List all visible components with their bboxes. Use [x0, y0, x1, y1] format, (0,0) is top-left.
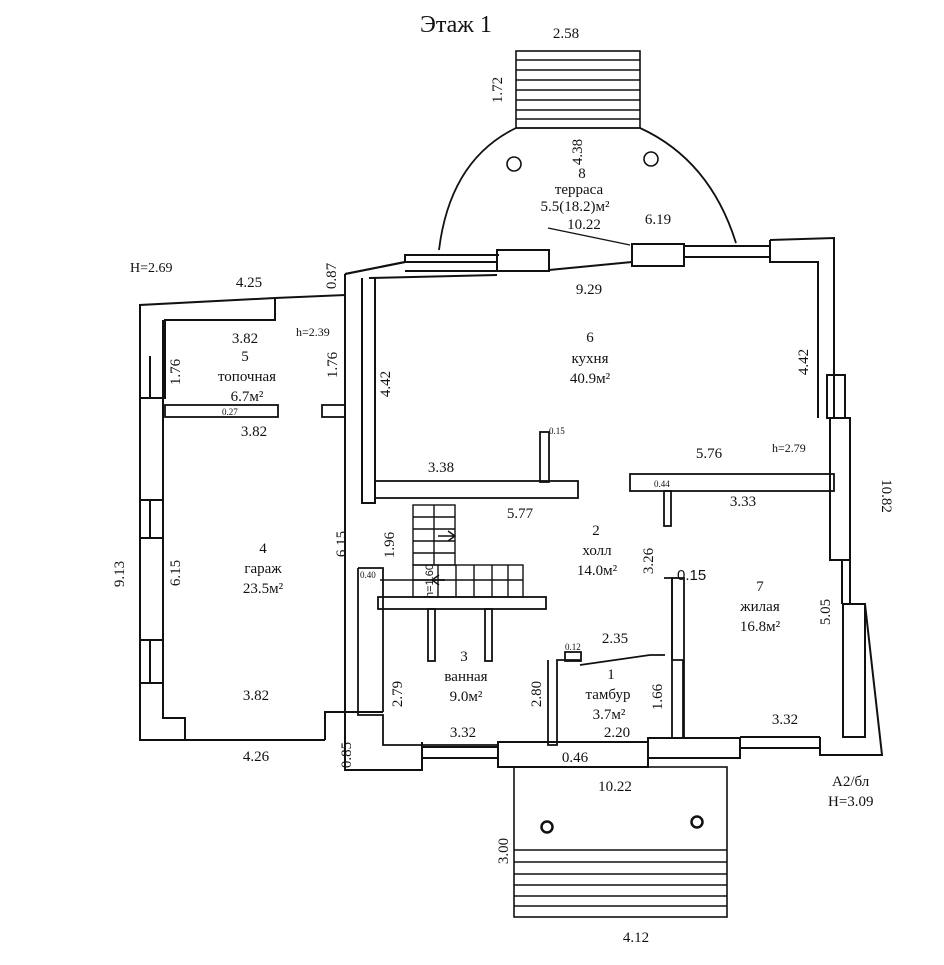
dim-kitchen-left: 4.42 — [378, 371, 394, 397]
room-3-number: 3 — [460, 649, 468, 665]
room-8-name: терраса — [555, 182, 604, 198]
dim-kitchen-bottom-left: 3.38 — [428, 460, 454, 476]
porch-column — [690, 815, 704, 829]
dim-boiler-left: 1.76 — [168, 358, 184, 385]
terrace-column — [643, 151, 659, 167]
dim-entry-046: 0.46 — [562, 750, 589, 766]
room-3-name: ванная — [444, 669, 487, 685]
dim-kitchen-top: 9.29 — [576, 282, 602, 298]
room-8-number: 8 — [578, 166, 586, 182]
dim-entry-right: 1.66 — [650, 683, 666, 710]
room-2-number: 2 — [592, 523, 600, 539]
dim-porch-width-front: 4.12 — [623, 930, 649, 946]
dim-living-bottom: 3.32 — [772, 712, 798, 728]
dim-terrace-chord: 10.22 — [567, 217, 601, 233]
dim-right-total: 10.82 — [878, 479, 894, 513]
terrace-column — [506, 156, 522, 172]
dim-front-total: 10.22 — [598, 779, 632, 795]
room-2-name: холл — [582, 543, 612, 559]
dim-entry-top: 2.35 — [602, 631, 628, 647]
room-7-area: 16.8м² — [740, 619, 781, 635]
dim-terrace-radius: 4.38 — [570, 139, 586, 165]
note-h-stair: h=1.60 — [424, 564, 436, 598]
note-building-code: А2/бл — [832, 774, 870, 790]
dim-kitchen-right: 4.42 — [796, 349, 812, 375]
note-h-boiler: h=2.39 — [296, 325, 330, 339]
dim-terrace-right: 6.19 — [645, 212, 671, 228]
dim-porch-depth: 0.87 — [324, 262, 340, 289]
note-height-right: H=3.09 — [828, 794, 874, 810]
dim-bath-wall: 0.40 — [360, 570, 376, 580]
room-1-name: тамбур — [586, 687, 631, 703]
room-2-area: 14.0м² — [577, 563, 618, 579]
interior-stairs — [380, 504, 524, 598]
room-5-area: 6.7м² — [231, 389, 264, 405]
dim-bath-bottom: 3.32 — [450, 725, 476, 741]
partitions — [164, 404, 835, 746]
porch-column — [540, 820, 554, 834]
walls — [139, 236, 884, 771]
dim-partition-044: 0.44 — [654, 479, 670, 489]
room-7-name: жилая — [739, 599, 780, 615]
dim-boiler-inner-top: 3.82 — [232, 331, 258, 347]
note-h-kitchen: h=2.79 — [772, 441, 806, 455]
dim-entry-bottom: 2.20 — [604, 725, 630, 741]
dim-hall-top: 5.77 — [507, 506, 534, 522]
dim-terrace-top-width: 2.58 — [553, 26, 579, 42]
room-5-name: топочная — [218, 369, 276, 385]
dim-garage-left: 6.15 — [168, 560, 184, 586]
room-4-name: гараж — [244, 561, 282, 577]
room-6-name: кухня — [571, 351, 608, 367]
dim-bath-right: 2.80 — [529, 681, 545, 707]
room-1-number: 1 — [607, 667, 615, 683]
dim-kitchen-partition: 0.15 — [549, 426, 565, 436]
dim-boiler-wall: 0.27 — [222, 407, 238, 417]
dim-kitchen-bottom-right: 5.76 — [696, 446, 723, 462]
room-8-area: 5.5(18.2)м² — [541, 199, 610, 215]
dim-hall-left: 6.15 — [334, 531, 350, 557]
terrace-stairs — [515, 50, 641, 129]
dim-terrace-stair-depth: 1.72 — [490, 77, 506, 103]
dim-garage-bottom-inner: 3.82 — [243, 688, 269, 704]
room-6-area: 40.9м² — [570, 371, 611, 387]
dim-garage-left-outer: 9.13 — [112, 561, 128, 587]
dim-garage-bottom: 4.26 — [243, 749, 270, 765]
terrace-edge — [547, 227, 631, 246]
dim-boiler-right: 1.76 — [325, 351, 341, 378]
room-3-area: 9.0м² — [450, 689, 483, 705]
dim-boiler-top: 4.25 — [236, 275, 262, 291]
room-7-number: 7 — [756, 579, 764, 595]
dim-bath-left: 2.79 — [390, 681, 406, 707]
dim-living-right: 5.05 — [818, 599, 834, 625]
room-6-number: 6 — [586, 330, 594, 346]
dim-garage-step: 0.85 — [339, 742, 355, 768]
dim-hall-stair: 1.96 — [382, 531, 398, 558]
room-1-area: 3.7м² — [593, 707, 626, 723]
front-porch — [513, 766, 728, 918]
dim-hall-right: 3.26 — [641, 547, 657, 574]
dim-porch-depth-front: 3.00 — [496, 838, 512, 864]
dim-entry-wall: 0.12 — [565, 642, 581, 652]
room-4-area: 23.5м² — [243, 581, 284, 597]
dim-living-partition: 0.15 — [677, 567, 706, 584]
terrace-arc — [438, 127, 737, 251]
dim-boiler-bottom: 3.82 — [241, 424, 267, 440]
plan-title: Этаж 1 — [420, 12, 492, 38]
dim-living-top: 3.33 — [730, 494, 756, 510]
room-5-number: 5 — [241, 349, 249, 365]
note-height-left: H=2.69 — [130, 261, 173, 276]
room-4-number: 4 — [259, 541, 267, 557]
